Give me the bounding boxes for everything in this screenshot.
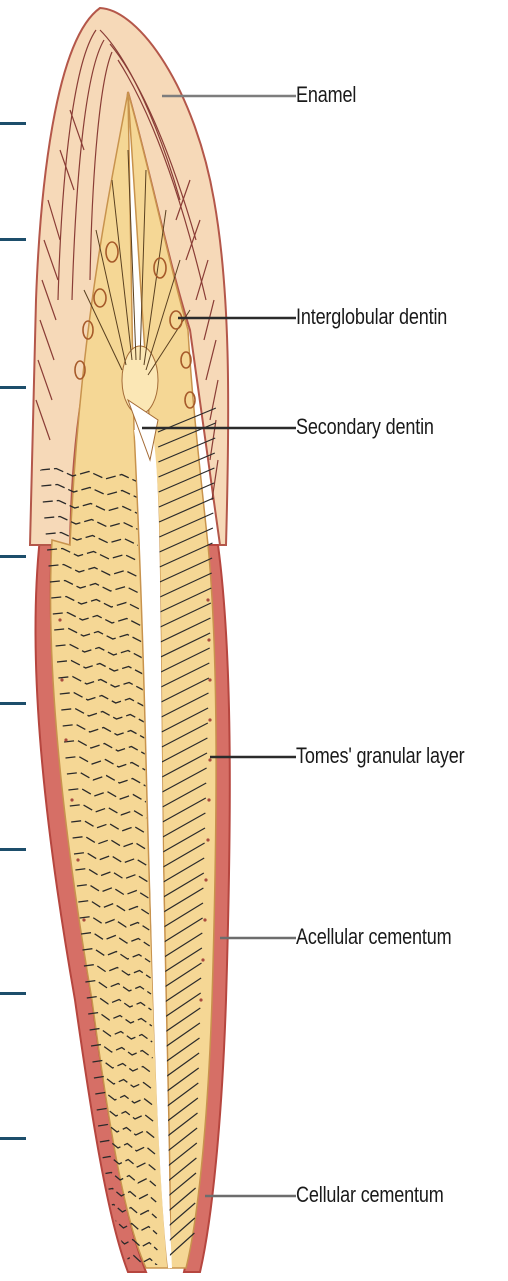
edge-tick-mark [0,122,26,125]
edge-tick-mark [0,386,26,389]
label-secondary-dentin: Secondary dentin [296,414,434,440]
label-acellular-cementum: Acellular cementum [296,924,451,950]
label-interglobular-dentin: Interglobular dentin [296,304,447,330]
label-cellular-cementum: Cellular cementum [296,1182,444,1208]
edge-tick-mark [0,848,26,851]
edge-tick-mark [0,1137,26,1140]
edge-tick-mark [0,238,26,241]
edge-tick-mark [0,992,26,995]
label-tomes-granular-layer: Tomes' granular layer [296,743,464,769]
label-enamel: Enamel [296,82,356,108]
edge-tick-mark [0,555,26,558]
edge-tick-mark [0,702,26,705]
